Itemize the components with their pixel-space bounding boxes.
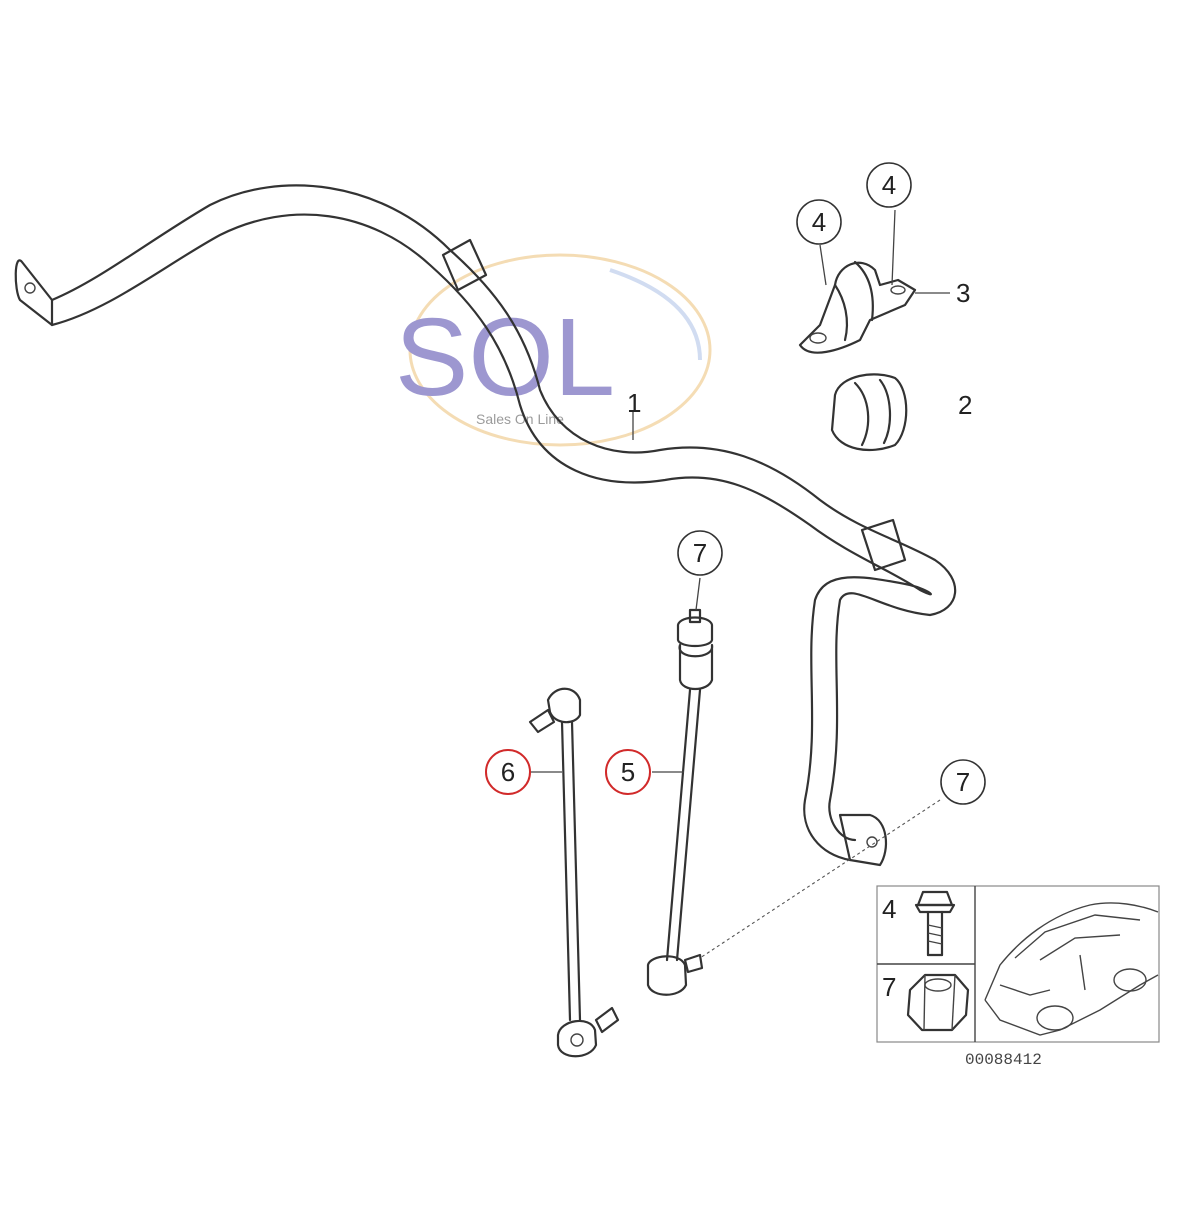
callout-1: 1 (627, 388, 641, 418)
inset-row2-label: 7 (882, 972, 896, 1002)
stabilizer-bar (14, 184, 957, 867)
reference-number: 00088412 (965, 1051, 1042, 1069)
watermark: SOL Sales On Line (395, 253, 712, 447)
callout-7b: 7 (940, 759, 986, 805)
callout-4b-label: 4 (882, 170, 896, 200)
callout-2-label: 2 (958, 390, 972, 420)
callout-3: 3 (956, 278, 970, 308)
callout-4a: 4 (796, 199, 842, 245)
callout-4b: 4 (866, 162, 912, 208)
callout-7a: 7 (677, 530, 723, 576)
bolt-icon (914, 890, 956, 957)
bracket (798, 260, 917, 354)
callout-7a-label: 7 (693, 538, 707, 568)
callout-1-label: 1 (627, 388, 641, 418)
rubber-bush (830, 373, 908, 452)
callout-7b-label: 7 (956, 767, 970, 797)
inset-row1-label: 4 (882, 894, 896, 924)
callout-2: 2 (958, 390, 972, 420)
callout-4a-label: 4 (812, 207, 826, 237)
callout-5-label: 5 (621, 757, 635, 787)
car-icon (984, 902, 1159, 1036)
nut-icon (906, 973, 970, 1032)
stabilizer-link-left (528, 687, 620, 1058)
leader-lines (530, 209, 950, 959)
callout-6-label: 6 (501, 757, 515, 787)
callout-6: 6 (485, 749, 531, 795)
hardware-inset: 4 7 000 (876, 885, 1160, 1069)
watermark-tagline: Sales On Line (476, 411, 564, 427)
callout-5: 5 (605, 749, 651, 795)
callout-3-label: 3 (956, 278, 970, 308)
stabilizer-link-right (646, 608, 714, 996)
watermark-logo: SOL (395, 296, 615, 419)
